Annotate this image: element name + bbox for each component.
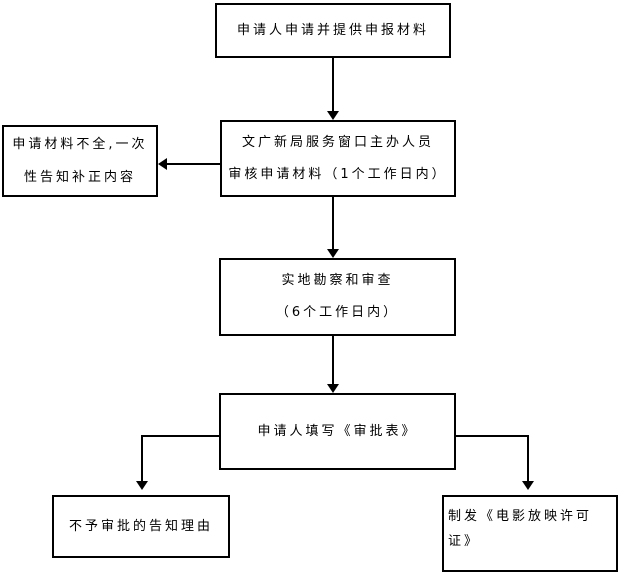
node-incomplete-notice-label-line1: 申请材料不全,一次	[12, 137, 148, 152]
node-fill-approval-form: 申请人填写《审批表》	[219, 393, 456, 470]
connector-form-to-rejection-hline	[141, 435, 220, 437]
node-window-review-label-line1: 文广新局服务窗口主办人员	[241, 134, 434, 150]
node-window-review: 文广新局服务窗口主办人员 审核申请材料（1个工作日内）	[220, 120, 456, 197]
node-apply: 申请人申请并提供申报材料	[215, 3, 451, 58]
node-issue-license: 制发《电影放映许可 证》	[442, 495, 618, 572]
node-site-inspection-label-line2: （6个工作日内）	[275, 305, 400, 320]
node-rejection-reason: 不予审批的告知理由	[52, 495, 230, 558]
node-site-inspection: 实地勘察和审查 （6个工作日内）	[219, 258, 456, 336]
node-fill-approval-form-label: 申请人填写《审批表》	[257, 423, 418, 439]
arrowhead-down-form-to-license-icon	[522, 481, 534, 490]
node-apply-label: 申请人申请并提供申报材料	[236, 22, 429, 38]
arrowhead-left-review-to-incomplete-icon	[158, 158, 167, 170]
node-rejection-reason-label: 不予审批的告知理由	[68, 518, 213, 534]
arrowhead-down-inspection-to-form-icon	[327, 384, 339, 393]
node-incomplete-notice: 申请材料不全,一次 性告知补正内容	[2, 125, 158, 197]
node-incomplete-notice-label-line2: 性告知补正内容	[23, 170, 136, 185]
node-issue-license-label-line1: 制发《电影放映许可	[448, 509, 593, 524]
connector-form-to-license-hline	[455, 435, 529, 437]
node-issue-license-label-line2: 证》	[448, 534, 481, 549]
node-site-inspection-label-line1: 实地勘察和审查	[281, 273, 394, 288]
connector-inspection-to-form-line	[332, 336, 334, 384]
connector-apply-to-review-line	[332, 58, 334, 111]
connector-review-to-incomplete-line	[166, 163, 220, 165]
arrowhead-down-apply-to-review-icon	[327, 111, 339, 120]
connector-form-to-license-vline	[527, 435, 529, 481]
connector-review-to-inspection-line	[332, 197, 334, 249]
node-window-review-label-line2: 审核申请材料（1个工作日内）	[228, 166, 448, 182]
arrowhead-down-review-to-inspection-icon	[327, 249, 339, 258]
arrowhead-down-form-to-rejection-icon	[136, 481, 148, 490]
connector-form-to-rejection-vline	[141, 435, 143, 481]
